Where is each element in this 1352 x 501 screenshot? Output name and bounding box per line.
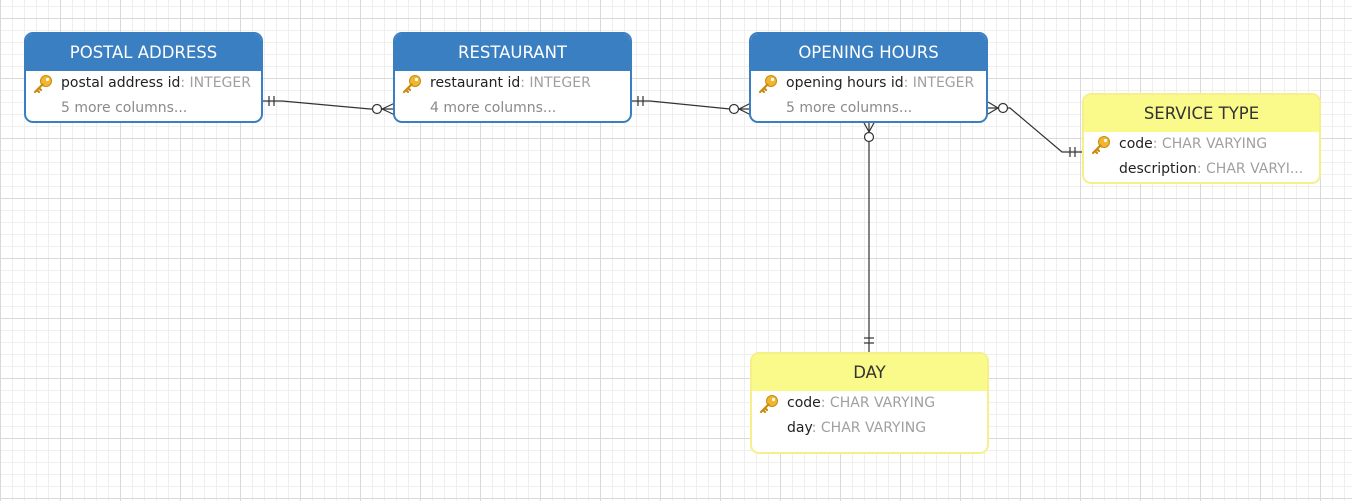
- column-name: postal address id: [61, 75, 181, 91]
- crowfoot-line: [987, 101, 999, 109]
- entity-title: POSTAL ADDRESS: [26, 34, 261, 71]
- entity-opening-hours[interactable]: OPENING HOURS opening hours id: INTEGER …: [749, 32, 988, 123]
- more-columns-link[interactable]: 4 more columns...: [430, 100, 557, 116]
- relationship-service-type-opening-hours[interactable]: [987, 101, 1083, 157]
- primary-key-column[interactable]: opening hours id: INTEGER: [751, 71, 986, 96]
- zero-optional-circle: [371, 103, 383, 115]
- relationship-restaurant-opening-hours[interactable]: [632, 96, 752, 116]
- zero-optional-circle: [728, 103, 740, 115]
- column-type: : INTEGER: [180, 75, 251, 91]
- column-name: description: [1119, 161, 1197, 177]
- entity-title: RESTAURANT: [395, 34, 630, 71]
- more-columns-link[interactable]: 5 more columns...: [61, 100, 188, 116]
- zero-optional-circle: [863, 131, 875, 143]
- crowfoot-line: [381, 102, 396, 110]
- key-icon: [1091, 136, 1110, 155]
- primary-key-column[interactable]: postal address id: INTEGER: [26, 71, 261, 96]
- column[interactable]: day: CHAR VARYING: [752, 416, 987, 441]
- relationship-day-opening-hours[interactable]: [862, 120, 876, 352]
- key-icon: [402, 75, 421, 94]
- entity-restaurant[interactable]: RESTAURANT restaurant id: INTEGER 4 more…: [393, 32, 632, 123]
- column-name: code: [1119, 136, 1153, 152]
- more-columns-link[interactable]: 5 more columns...: [786, 100, 913, 116]
- connector-line: [988, 107, 1083, 153]
- crowfoot-line: [381, 108, 396, 116]
- entity-service-type[interactable]: SERVICE TYPE code: CHAR VARYING descript…: [1082, 93, 1321, 184]
- entity-title: DAY: [752, 354, 987, 391]
- column-name: code: [787, 395, 821, 411]
- key-icon: [33, 75, 52, 94]
- primary-key-column[interactable]: restaurant id: INTEGER: [395, 71, 630, 96]
- relationship-postal-address-restaurant[interactable]: [263, 96, 396, 116]
- crowfoot-line: [987, 107, 999, 115]
- column-name: restaurant id: [430, 75, 521, 91]
- column-name: day: [787, 420, 812, 436]
- column[interactable]: description: CHAR VARYI...: [1084, 157, 1319, 182]
- column-type: : INTEGER: [903, 75, 975, 91]
- entity-title: OPENING HOURS: [751, 34, 986, 71]
- primary-key-column[interactable]: code: CHAR VARYING: [752, 391, 987, 416]
- column-name: opening hours id: [786, 75, 904, 91]
- entity-postal-address[interactable]: POSTAL ADDRESS postal address id: INTEGE…: [24, 32, 263, 123]
- column-type: : INTEGER: [520, 75, 591, 91]
- key-icon: [758, 75, 777, 94]
- zero-optional-circle: [997, 102, 1009, 114]
- column-type: : CHAR VARYI...: [1196, 161, 1304, 177]
- connector-line: [632, 100, 751, 110]
- entity-title: SERVICE TYPE: [1084, 95, 1319, 132]
- column-type: : CHAR VARYING: [1152, 136, 1268, 152]
- primary-key-column[interactable]: code: CHAR VARYING: [1084, 132, 1319, 157]
- key-icon: [759, 395, 778, 414]
- entity-day[interactable]: DAY code: CHAR VARYING day: CHAR VARYING: [750, 352, 989, 454]
- column-type: : CHAR VARYING: [820, 395, 936, 411]
- column-type: : CHAR VARYING: [811, 420, 927, 436]
